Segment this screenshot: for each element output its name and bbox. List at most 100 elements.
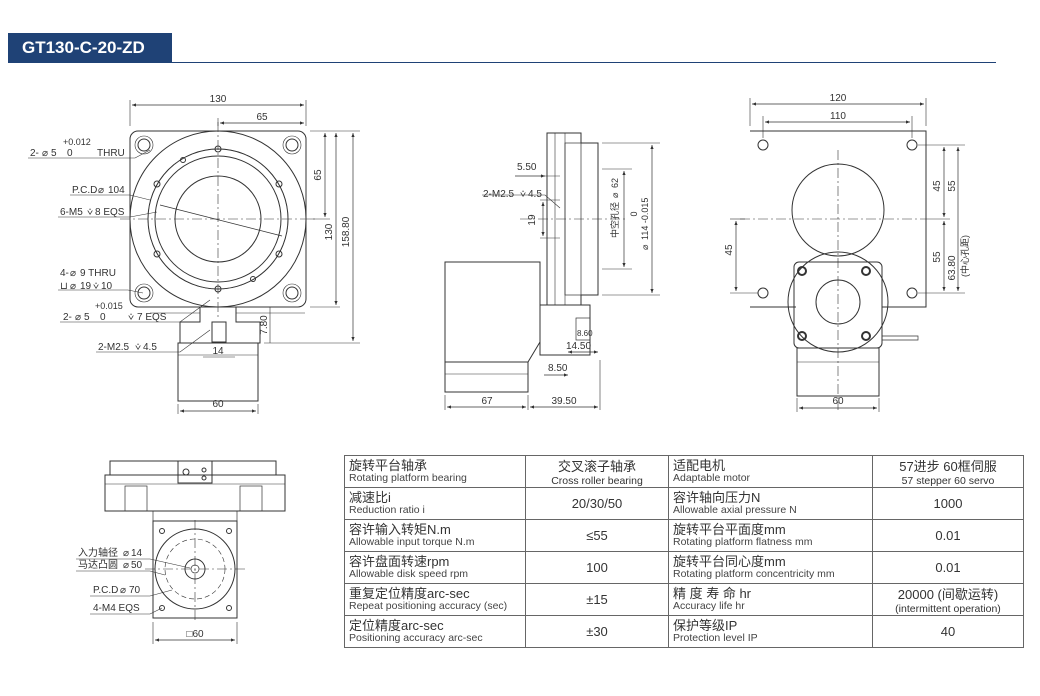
spec-value: 0.01	[872, 519, 1024, 552]
dim-half-height: 65	[313, 169, 324, 181]
depth-symbol: ⩒	[93, 281, 99, 292]
spec-key-primary: 减速比i	[349, 489, 391, 505]
spec-key-secondary: Positioning accuracy arc-sec	[349, 631, 483, 644]
spec-value-primary: 20000 (间歇运转)	[897, 587, 999, 602]
pin-bot-eqs: 7 EQS	[137, 312, 167, 323]
bottom-pcd-label: P.C.D	[93, 585, 118, 596]
model-title: GT130-C-20-ZD	[8, 33, 172, 63]
dim-key: 14	[212, 346, 224, 357]
spec-value-primary: 交叉滚子轴承	[557, 459, 636, 474]
front-pin-holes	[180, 157, 256, 282]
dim-v4: 45	[724, 244, 735, 256]
front-motor	[177, 342, 259, 402]
dim-w-holes: 110	[830, 111, 846, 122]
spec-key-secondary: Allowable disk speed rpm	[349, 567, 469, 580]
side-m25-label: 2-M2.5	[483, 189, 515, 200]
spec-key-primary: 旋转平台平面度mm	[673, 521, 786, 537]
side-view-labels: 5.50 19 2-M2.5 ⩒ 4.5 中空孔径 ⌀ 62 0 ⌀ 114 -…	[481, 162, 650, 407]
spec-value-secondary: (intermittent operation)	[895, 603, 1001, 615]
dim-width-total: 130	[210, 94, 227, 105]
od-tol-value: 114 -0.015	[640, 198, 650, 240]
bottom-key-block	[177, 460, 213, 484]
depth-symbol: ⩒	[520, 189, 526, 200]
diameter-symbol: ⌀	[640, 244, 650, 250]
spec-key-primary: 容许盘面转速rpm	[349, 553, 450, 569]
dim-body-len: 39.50	[551, 396, 576, 407]
dim-d5: 8.60	[577, 329, 593, 338]
spec-value: ±30	[525, 615, 669, 648]
dim-height: 130	[324, 223, 335, 240]
spec-value-primary: 100	[586, 560, 608, 575]
spec-value: 20/30/50	[525, 487, 669, 520]
spec-key-secondary: Protection level IP	[673, 631, 758, 644]
spec-key-primary: 重复定位精度arc-sec	[349, 585, 470, 601]
dim-v1: 45	[932, 180, 943, 192]
counterbore-symbol: ⊔	[60, 281, 68, 292]
spec-value: 0.01	[872, 551, 1024, 584]
dim-right-motor: 60	[832, 396, 844, 407]
spec-key-primary: 适配电机	[673, 457, 726, 473]
spec-key-secondary: Rotating platform flatness mm	[673, 535, 813, 548]
bottom-tap-label: 4-M4 EQS	[93, 603, 140, 614]
dim-d1: 5.50	[517, 162, 537, 173]
cbore-depth: 10	[101, 281, 113, 292]
spec-key-primary: 容许输入转矩N.m	[349, 521, 451, 537]
spec-key-primary: 保护等级IP	[673, 617, 738, 633]
spec-key-primary: 定位精度arc-sec	[349, 617, 444, 633]
right-view-labels: 120 110 45 55 55 45 63.80 (中心孔距) 60	[724, 93, 970, 407]
right-motor-holes	[797, 266, 871, 341]
spec-value-primary: 20/30/50	[571, 496, 623, 511]
spec-value-primary: ±15	[586, 592, 608, 607]
dim-w-total: 120	[830, 93, 847, 104]
pin-bot-tol: +0.015	[95, 301, 123, 311]
spec-key-secondary: Allowable axial pressure N	[673, 503, 797, 516]
center-bore-value: 62	[610, 178, 620, 188]
pin-top-tol-low: 0	[67, 148, 73, 159]
dim-half-width: 65	[256, 112, 268, 123]
bottom-square: □60	[186, 629, 204, 640]
pcd-value: 104	[108, 185, 125, 196]
center-bore-label: 中空孔径	[609, 202, 620, 238]
hole-thru: 9 THRU	[80, 268, 116, 279]
dim-center-h: 63.80	[947, 255, 958, 280]
m25-label: 2-M2.5	[98, 342, 130, 353]
pin-top-tol: +0.012	[63, 137, 91, 147]
spec-value-primary: ±30	[586, 624, 608, 639]
pin-bot-count: 2-	[63, 312, 72, 323]
dim-v3: 55	[932, 251, 943, 263]
bottom-view-labels: 入力轴径 ⌀ 14 马达凸圆 ⌀ 50 P.C.D ⌀ 70 4-M4 EQS …	[78, 546, 204, 640]
dim-height-total: 158.80	[341, 216, 352, 247]
spec-value-primary: ≤55	[586, 528, 608, 543]
input-shaft-value: 14	[131, 548, 143, 559]
bottom-view	[76, 460, 286, 644]
diameter-symbol: ⌀	[42, 148, 48, 159]
spec-key-primary: 容许轴向压力N	[673, 489, 761, 505]
front-view-labels: 130 65 65 130 158.80 7.80 14 60 +0.012 2…	[30, 94, 352, 410]
motor-boss-value: 50	[131, 560, 143, 571]
tap-label: 6-M5	[60, 207, 83, 218]
motor-boss-label: 马达凸圆	[78, 559, 118, 571]
diameter-symbol: ⌀	[98, 185, 104, 196]
diameter-symbol: ⌀	[123, 548, 129, 559]
dim-offset: 7.80	[259, 315, 270, 335]
bottom-pcd-value: 70	[129, 585, 141, 596]
dim-motor-width: 60	[212, 399, 224, 410]
spec-value-secondary: 57 stepper 60 servo	[901, 475, 995, 487]
diameter-symbol: ⌀	[75, 312, 81, 323]
side-flange	[546, 132, 599, 306]
bottom-top-bar	[109, 460, 277, 476]
bottom-tap-holes	[159, 528, 232, 611]
